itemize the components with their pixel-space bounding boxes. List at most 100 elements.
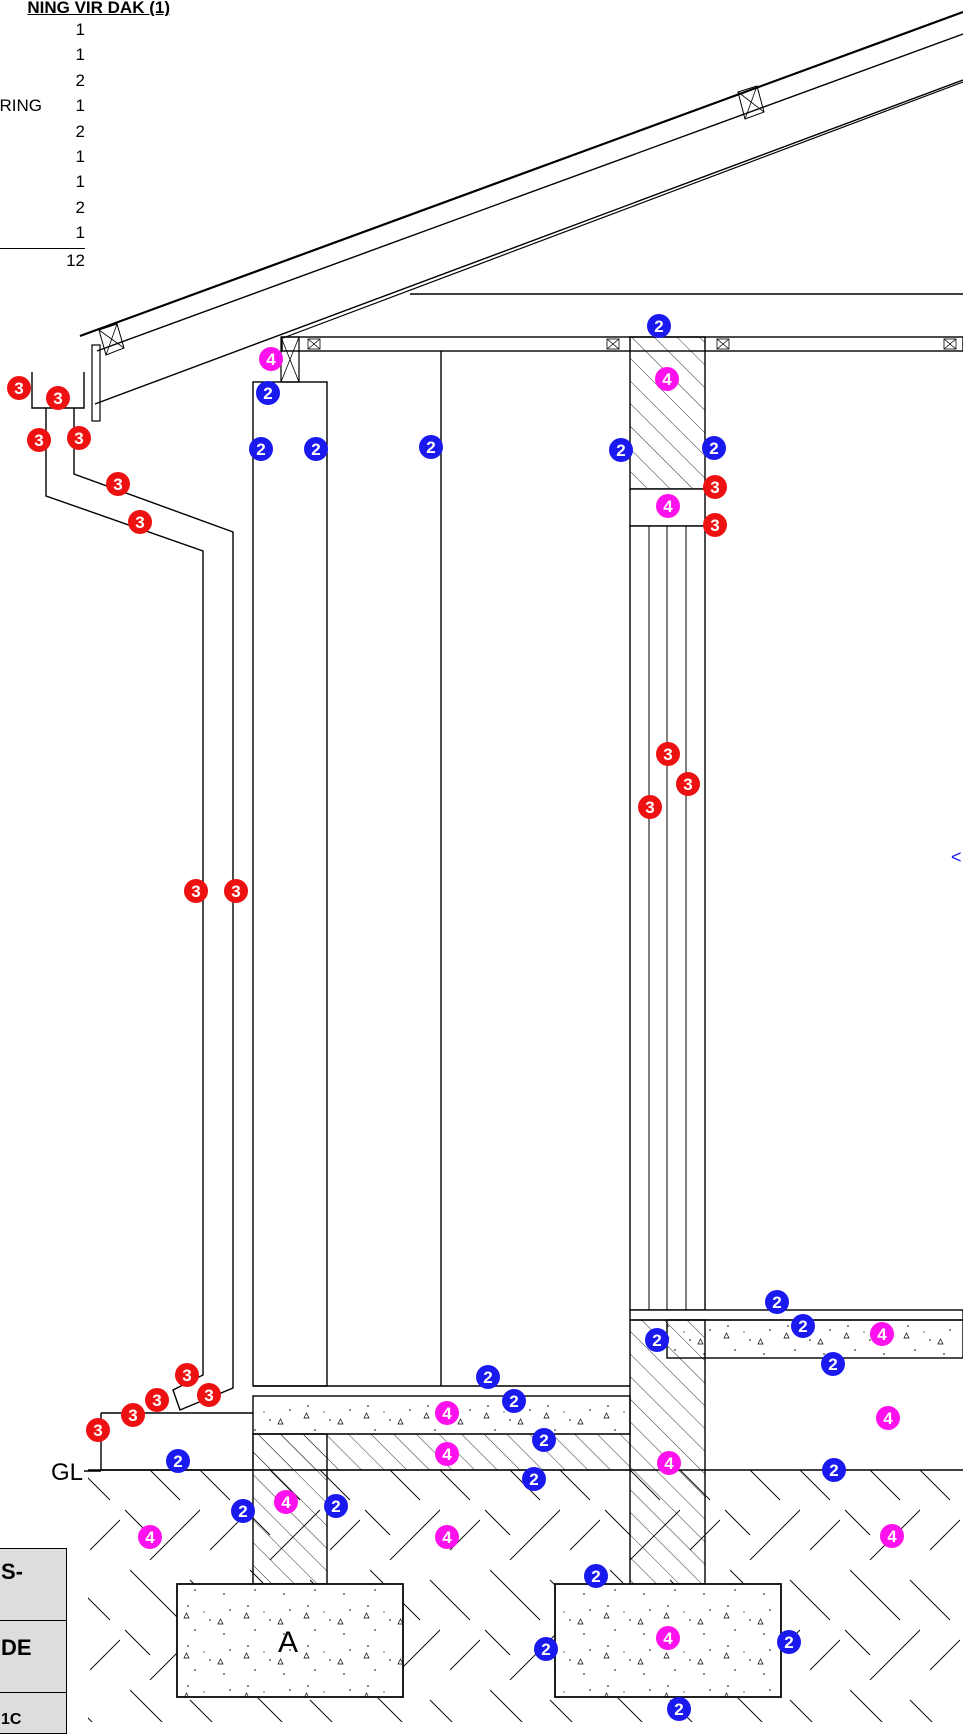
marker-3: 3 <box>145 1388 169 1412</box>
marker-number: 2 <box>616 441 625 460</box>
marker-number: 3 <box>710 478 719 497</box>
marker-circle <box>703 513 727 537</box>
roof <box>79 10 963 422</box>
marker-circle <box>256 381 280 405</box>
marker-2: 2 <box>765 1290 789 1314</box>
marker-circle <box>67 426 91 450</box>
marker-number: 4 <box>266 350 276 369</box>
marker-circle <box>522 1467 546 1491</box>
marker-circle <box>197 1383 221 1407</box>
marker-number: 2 <box>654 317 663 336</box>
marker-3: 3 <box>175 1363 199 1387</box>
marker-circle <box>259 347 283 371</box>
marker-circle <box>532 1428 556 1452</box>
marker-number: 2 <box>541 1640 550 1659</box>
marker-number: 4 <box>442 1445 452 1464</box>
marker-number: 2 <box>509 1392 518 1411</box>
marker-2: 2 <box>304 437 328 461</box>
marker-number: 2 <box>529 1470 538 1489</box>
marker-4: 4 <box>274 1490 298 1514</box>
footing-a-label: A <box>278 1626 298 1659</box>
marker-3: 3 <box>656 742 680 766</box>
schedule-row-qty: 2 <box>75 121 85 141</box>
marker-circle <box>870 1322 894 1346</box>
marker-circle <box>145 1388 169 1412</box>
legend-cell-3: 1C <box>1 1711 22 1728</box>
marker-circle <box>880 1524 904 1548</box>
marker-4: 4 <box>435 1525 459 1549</box>
marker-circle <box>638 795 662 819</box>
ground-level-label: GL <box>51 1459 83 1486</box>
marker-4: 4 <box>435 1442 459 1466</box>
marker-number: 2 <box>709 439 718 458</box>
schedule-title: NING VIR DAK (1) <box>27 0 170 16</box>
marker-circle <box>7 376 31 400</box>
marker-number: 2 <box>426 438 435 457</box>
marker-number: 2 <box>263 384 272 403</box>
marker-2: 2 <box>522 1467 546 1491</box>
marker-number: 2 <box>483 1368 492 1387</box>
marker-circle <box>435 1401 459 1425</box>
marker-circle <box>821 1352 845 1376</box>
schedule-row-qty: 1 <box>75 172 85 192</box>
marker-3: 3 <box>128 510 152 534</box>
footings <box>176 1583 782 1698</box>
marker-4: 4 <box>259 347 283 371</box>
marker-2: 2 <box>584 1564 608 1588</box>
marker-circle <box>645 1328 669 1352</box>
left-wall <box>252 351 630 1387</box>
marker-circle <box>703 475 727 499</box>
marker-circle <box>324 1494 348 1518</box>
marker-number: 3 <box>683 775 692 794</box>
marker-number: 3 <box>14 379 23 398</box>
marker-circle <box>822 1458 846 1482</box>
marker-3: 3 <box>27 428 51 452</box>
marker-circle <box>175 1363 199 1387</box>
gutter-downpipe <box>31 372 253 1471</box>
marker-number: 2 <box>331 1497 340 1516</box>
ground-level-label-group: GL <box>51 1459 101 1486</box>
marker-3: 3 <box>7 376 31 400</box>
marker-circle <box>647 314 671 338</box>
legend-cell-1: S- <box>0 1549 66 1621</box>
marker-number: 4 <box>442 1528 452 1547</box>
marker-number: 4 <box>281 1493 291 1512</box>
marker-circle <box>231 1499 255 1523</box>
marker-circle <box>667 1697 691 1721</box>
schedule-row: 1 <box>0 223 85 247</box>
marker-number: 3 <box>74 429 83 448</box>
marker-circle <box>86 1418 110 1442</box>
marker-2: 2 <box>822 1458 846 1482</box>
marker-circle <box>765 1290 789 1314</box>
marker-3: 3 <box>676 772 700 796</box>
edge-arrow-glyph: < <box>951 847 962 867</box>
marker-circle <box>656 742 680 766</box>
marker-circle <box>656 494 680 518</box>
marker-number: 3 <box>34 431 43 450</box>
marker-number: 4 <box>883 1409 893 1428</box>
marker-number: 2 <box>539 1431 548 1450</box>
legend-cell-2: DE <box>0 1621 66 1693</box>
marker-4: 4 <box>138 1525 162 1549</box>
marker-4: 4 <box>656 1626 680 1650</box>
marker-circle <box>224 879 248 903</box>
marker-2: 2 <box>231 1499 255 1523</box>
marker-3: 3 <box>86 1418 110 1442</box>
marker-number: 4 <box>442 1404 452 1423</box>
marker-number: 2 <box>256 440 265 459</box>
schedule-row-qty: 2 <box>75 70 85 90</box>
schedule-row: 2 <box>0 122 85 146</box>
legend-box: S- DE 1C <box>0 1548 67 1734</box>
marker-circle <box>702 436 726 460</box>
schedule-row: 1 <box>0 20 85 44</box>
marker-number: 3 <box>663 745 672 764</box>
marker-number: 4 <box>145 1528 155 1547</box>
marker-circle <box>249 437 273 461</box>
marker-number: 2 <box>652 1331 661 1350</box>
marker-3: 3 <box>703 475 727 499</box>
schedule-row-qty: 1 <box>75 223 85 243</box>
marker-2: 2 <box>791 1314 815 1338</box>
